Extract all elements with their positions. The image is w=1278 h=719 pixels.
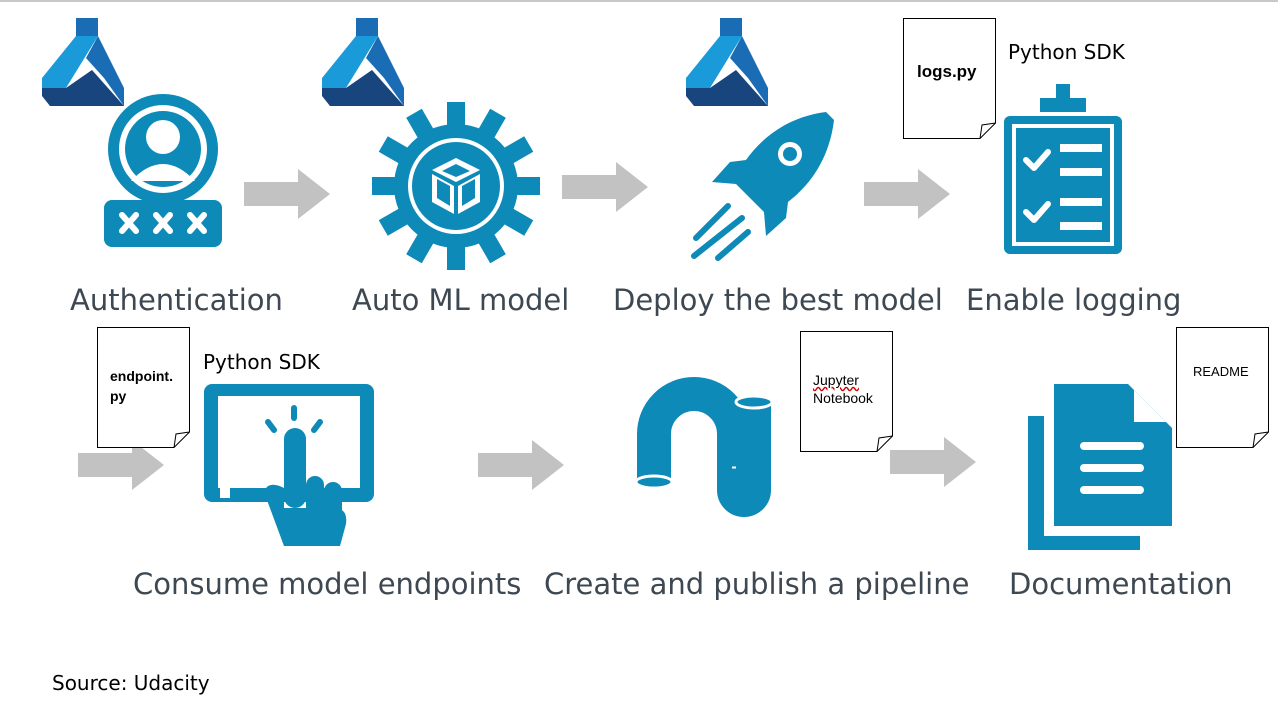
rocket-icon <box>691 112 834 261</box>
source-caption: Source: Udacity <box>52 671 210 695</box>
flow-arrow-icon <box>864 169 950 219</box>
flow-arrow-icon <box>244 169 330 219</box>
step-label-logging: Enable logging <box>966 283 1182 317</box>
step-label-deploy: Deploy the best model <box>613 283 943 317</box>
gear-box-icon <box>372 102 540 270</box>
azure-ml-logo-icon <box>686 18 768 106</box>
note-readme <box>1176 327 1269 448</box>
flow-arrow-icon <box>478 440 564 490</box>
step-label-automl: Auto ML model <box>352 283 570 317</box>
azure-ml-logo-icon <box>322 18 404 106</box>
note-jupyter-line2: Notebook <box>813 390 873 406</box>
note-jupyter-line1: Jupyter <box>813 372 859 388</box>
flow-arrow-icon <box>890 437 976 487</box>
note-endpoint-line2: py <box>110 388 127 404</box>
note-readme-text: README <box>1193 364 1249 379</box>
note-logs-text: logs.py <box>917 62 977 81</box>
step-label-pipeline: Create and publish a pipeline <box>544 567 970 601</box>
sdk-label-logging: Python SDK <box>1008 40 1125 64</box>
note-endpoint <box>97 327 190 448</box>
note-endpoint-line1: endpoint. <box>110 368 173 384</box>
pipe-icon <box>634 377 774 517</box>
note-logs <box>903 18 996 139</box>
clipboard-checklist-icon <box>1004 84 1122 254</box>
flow-arrow-icon <box>78 440 164 490</box>
user-credentials-icon <box>104 94 222 247</box>
sdk-label-endpoints: Python SDK <box>203 350 320 374</box>
step-label-documentation: Documentation <box>1009 567 1233 601</box>
top-border <box>0 0 1278 2</box>
documents-icon <box>1028 384 1172 550</box>
tablet-touch-icon <box>204 384 374 546</box>
step-label-consume: Consume model endpoints <box>133 567 522 601</box>
azure-ml-logo-icon <box>42 18 124 106</box>
step-label-authentication: Authentication <box>70 283 283 317</box>
flow-arrow-icon <box>562 162 648 212</box>
note-jupyter <box>800 331 893 452</box>
